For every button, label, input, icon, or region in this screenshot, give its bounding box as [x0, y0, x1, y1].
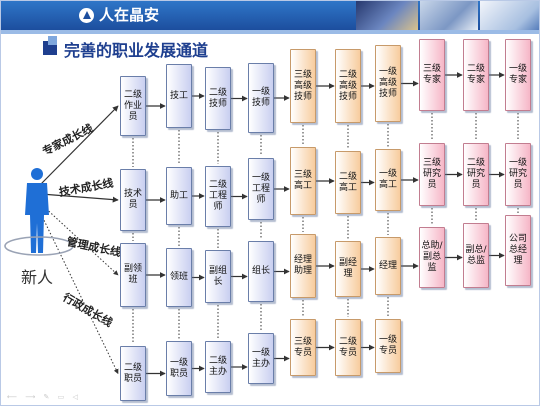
career-box: 二级专家	[463, 39, 489, 111]
career-box: 一级专家	[505, 39, 531, 111]
career-box: 经理	[375, 237, 401, 295]
newcomer-label: 新人	[21, 268, 54, 287]
career-box: 二级高级技师	[335, 49, 361, 123]
career-box: 一级专员	[375, 319, 401, 373]
career-box: 公司总经理	[505, 215, 531, 286]
career-box: 副总/总监	[463, 223, 489, 288]
slide-nav-controls: ⟵ ⟶ ✎ ▭ ◁	[7, 393, 81, 401]
career-box: 三级高级技师	[290, 49, 316, 123]
header-sub-band	[1, 30, 539, 34]
flow-arrow	[40, 105, 119, 185]
career-box: 一级工程师	[248, 158, 274, 220]
newcomer-ring	[4, 236, 74, 256]
person-icon	[25, 168, 49, 253]
brand-name: 人在晶安	[99, 6, 160, 24]
career-box: 副领班	[120, 243, 146, 307]
career-box: 二级职员	[120, 346, 146, 401]
career-box: 一级高级技师	[375, 45, 401, 122]
career-box: 助工	[166, 167, 192, 225]
header-photo-2	[420, 1, 478, 30]
career-box: 技工	[166, 64, 192, 128]
career-box: 二级研究员	[463, 143, 489, 206]
career-box: 二级工程师	[205, 166, 231, 227]
career-box: 领班	[166, 248, 192, 307]
career-box: 总助/副总监	[419, 227, 445, 288]
career-box: 副经理	[335, 241, 361, 297]
header-photo-1	[356, 1, 418, 30]
career-box: 二级高工	[335, 151, 361, 214]
career-box: 二级作业员	[120, 76, 146, 136]
career-box: 组长	[248, 241, 274, 302]
page-title: 完善的职业发展通道	[64, 41, 209, 60]
career-box: 一级主办	[248, 333, 274, 384]
career-box: 二级主办	[205, 341, 231, 393]
career-box: 二级专员	[335, 319, 361, 376]
career-box: 三级专员	[290, 319, 316, 376]
career-box: 一级研究员	[505, 143, 531, 206]
career-box: 一级高工	[375, 149, 401, 211]
brand: 人在晶安	[79, 5, 159, 25]
career-box: 三级研究员	[419, 143, 445, 206]
flow-arrow	[40, 193, 119, 203]
career-box: 三级专家	[419, 39, 445, 111]
career-box: 三级高工	[290, 147, 316, 215]
career-box: 副组长	[205, 250, 231, 303]
title-bullet-icon	[43, 36, 57, 55]
flow-arrow	[40, 213, 119, 375]
career-box: 一级技师	[248, 63, 274, 133]
career-box: 经理助理	[290, 234, 316, 298]
career-box: 技术员	[120, 169, 146, 231]
header-photo-3	[480, 1, 539, 30]
career-box: 二级技师	[205, 67, 231, 130]
logo-icon	[79, 7, 94, 23]
career-box: 一级职员	[166, 341, 192, 396]
